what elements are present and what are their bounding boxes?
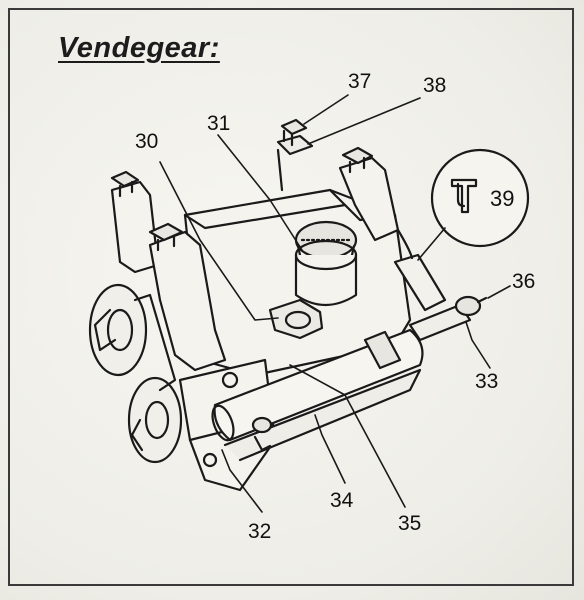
reservoir-body — [294, 253, 358, 306]
diagram-title: Vendegear: — [58, 32, 220, 64]
leader-33 — [465, 321, 491, 369]
upper-pulley — [88, 283, 148, 377]
lower-pulley — [127, 376, 183, 464]
callout-33: 33 — [475, 370, 498, 393]
leader-32 — [221, 449, 263, 513]
detail-39-part — [450, 178, 478, 214]
front-mount-bolt — [148, 222, 184, 242]
callout-39: 39 — [490, 186, 514, 211]
leader-34 — [314, 414, 346, 484]
callout-38: 38 — [423, 74, 446, 97]
callout-30: 30 — [135, 130, 158, 153]
leader-38 — [307, 97, 421, 145]
leader-36 — [487, 285, 511, 299]
callout-35: 35 — [398, 512, 421, 535]
adjuster-bolt — [280, 118, 308, 136]
detail-39-circle — [430, 148, 530, 248]
right-bracket — [393, 253, 447, 312]
housing-top-ridge — [183, 188, 347, 230]
leader-31 — [217, 134, 303, 251]
callout-36: 36 — [512, 270, 535, 293]
callout-31: 31 — [207, 112, 230, 135]
leader-39 — [417, 227, 446, 261]
cylinder-bolt — [251, 416, 273, 434]
diagram-frame — [8, 8, 574, 586]
reservoir-outlet — [268, 298, 324, 340]
callout-37: 37 — [348, 70, 371, 93]
callout-34: 34 — [330, 489, 354, 512]
steering-cylinder — [213, 328, 424, 442]
callout-32: 32 — [248, 520, 271, 543]
push-rod — [408, 303, 472, 342]
leader-35 — [289, 364, 406, 508]
rod-end — [454, 295, 482, 317]
cylinder-collar — [363, 330, 402, 370]
leader-30 — [159, 161, 279, 321]
front-mount-column — [148, 230, 227, 372]
leader-37 — [303, 94, 349, 125]
